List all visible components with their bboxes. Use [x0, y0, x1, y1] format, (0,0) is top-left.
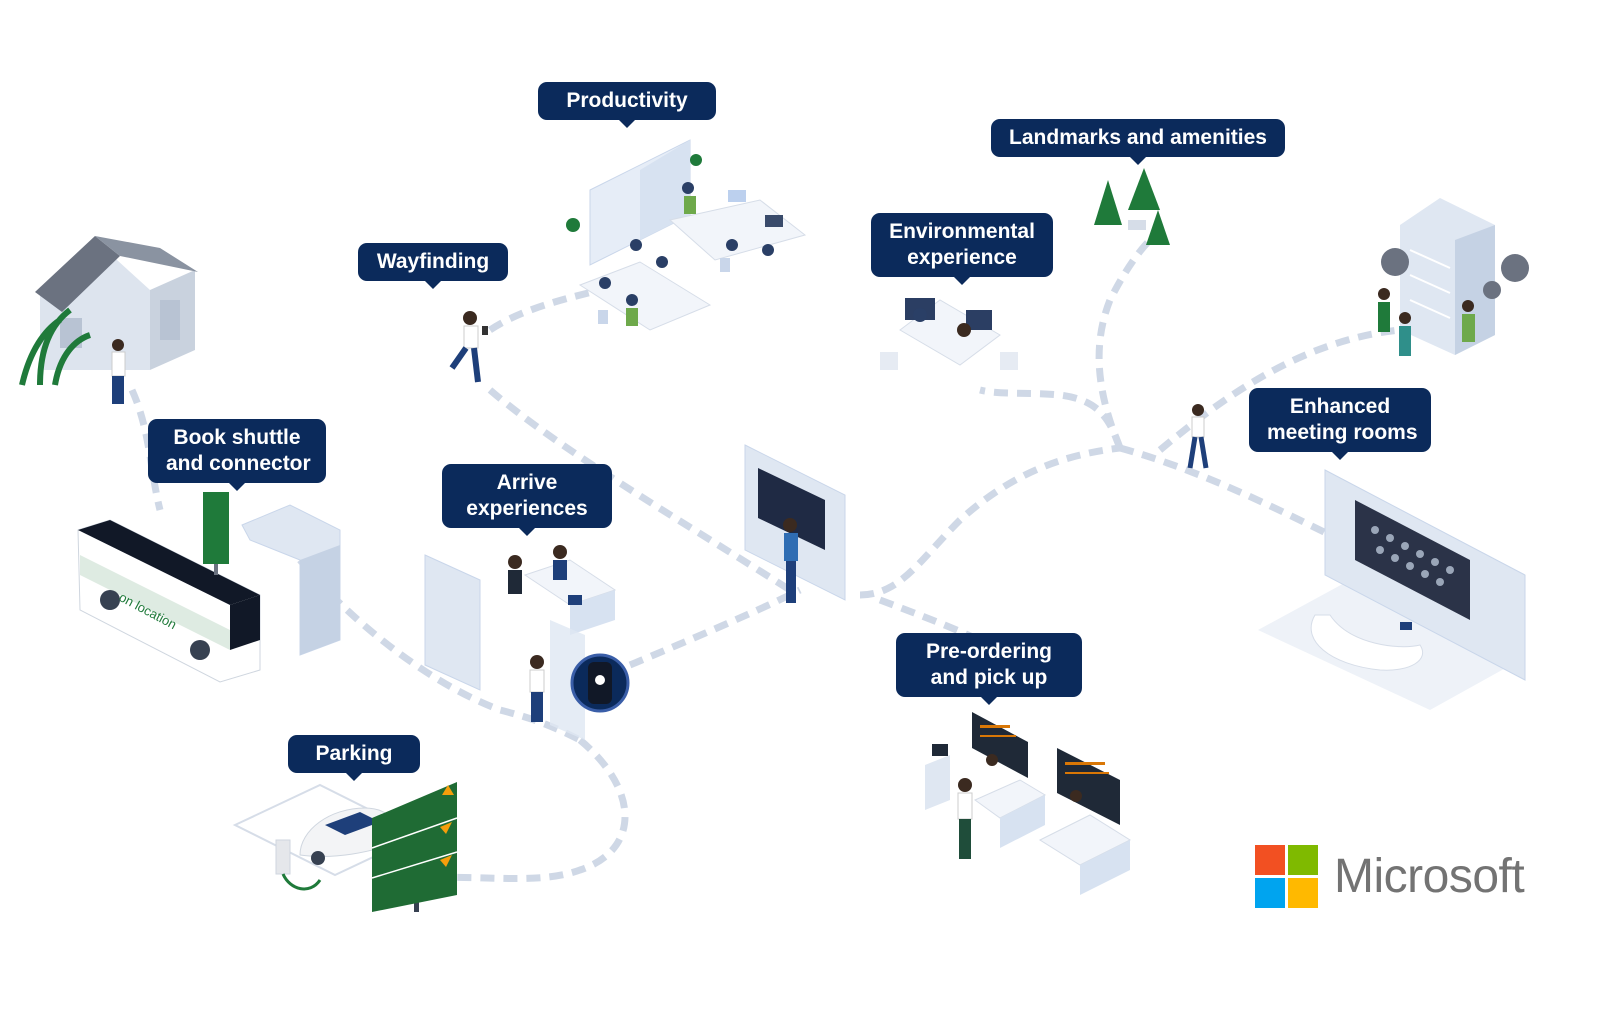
label-book-shuttle-line2: and connector — [166, 452, 311, 475]
arrive-experiences-scene — [424, 545, 630, 740]
label-book-shuttle: Book shuttle and connector — [148, 419, 326, 491]
label-enhanced-meeting-line1: Enhanced — [1289, 395, 1391, 418]
microsoft-logo-squares — [1255, 845, 1318, 908]
menu-board-today — [972, 712, 1028, 778]
shuttle-shelter — [241, 504, 341, 656]
label-productivity-text: Productivity — [566, 89, 688, 112]
path-wayfinding-to-productivity — [488, 286, 601, 333]
office-building — [1378, 198, 1529, 356]
shuttle-bus: on location — [77, 519, 261, 683]
logo-square-red — [1255, 845, 1285, 875]
label-arrive-line2: experiences — [466, 497, 588, 520]
label-landmarks-text: Landmarks and amenities — [1009, 126, 1267, 149]
walking-person — [1187, 404, 1209, 469]
pre-ordering-scene — [925, 712, 1132, 895]
productivity-workspace — [566, 139, 807, 331]
label-pre-ordering: Pre-ordering and pick up — [896, 633, 1082, 705]
label-enhanced-meeting: Enhanced meeting rooms — [1249, 388, 1431, 460]
environmental-experience-scene — [880, 298, 1018, 370]
label-environmental: Environmental experience — [871, 213, 1053, 285]
journey-paths — [128, 237, 1401, 883]
logo-square-green — [1288, 845, 1318, 875]
label-parking: Parking — [288, 735, 420, 781]
label-wayfinding-text: Wayfinding — [376, 250, 490, 273]
label-productivity: Productivity — [538, 82, 716, 128]
label-arrive-line1: Arrive — [496, 471, 558, 494]
parking-scene — [232, 782, 458, 912]
label-environmental-line1: Environmental — [889, 220, 1035, 243]
logo-square-yellow — [1288, 878, 1318, 908]
label-landmarks: Landmarks and amenities — [991, 119, 1285, 165]
label-book-shuttle-line1: Book shuttle — [173, 426, 301, 449]
label-enhanced-meeting-line2: meeting rooms — [1267, 421, 1418, 444]
path-hub-to-meeting — [1119, 444, 1342, 544]
path-arrive-to-kiosk — [628, 586, 802, 669]
path-wayfinding-to-kiosk — [487, 387, 792, 593]
menu-board-coffee — [1057, 748, 1120, 825]
path-hub-to-environment — [979, 386, 1124, 450]
house-illustration — [19, 236, 198, 404]
wayfinding-kiosk — [744, 444, 846, 603]
microsoft-wordmark: Microsoft — [1334, 850, 1525, 903]
path-arrive-to-parking — [429, 737, 629, 883]
microsoft-logo: Microsoft — [1255, 845, 1525, 908]
path-kiosk-to-hub — [859, 444, 1121, 599]
label-arrive: Arrive experiences — [442, 464, 612, 536]
logo-square-blue — [1255, 878, 1285, 908]
wayfinding-person — [449, 311, 488, 383]
label-environmental-line2: experience — [907, 246, 1017, 269]
shuttle-stop-sign — [203, 492, 229, 575]
label-wayfinding: Wayfinding — [358, 243, 508, 289]
meeting-room-scene — [1258, 469, 1526, 710]
label-pre-ordering-line1: Pre-ordering — [925, 640, 1053, 663]
label-pre-ordering-line2: and pick up — [930, 666, 1048, 689]
path-hub-to-office — [1157, 326, 1401, 453]
path-hub-to-landmarks — [1095, 237, 1153, 450]
label-parking-text: Parking — [315, 742, 393, 765]
landmarks-trees — [1094, 168, 1170, 245]
